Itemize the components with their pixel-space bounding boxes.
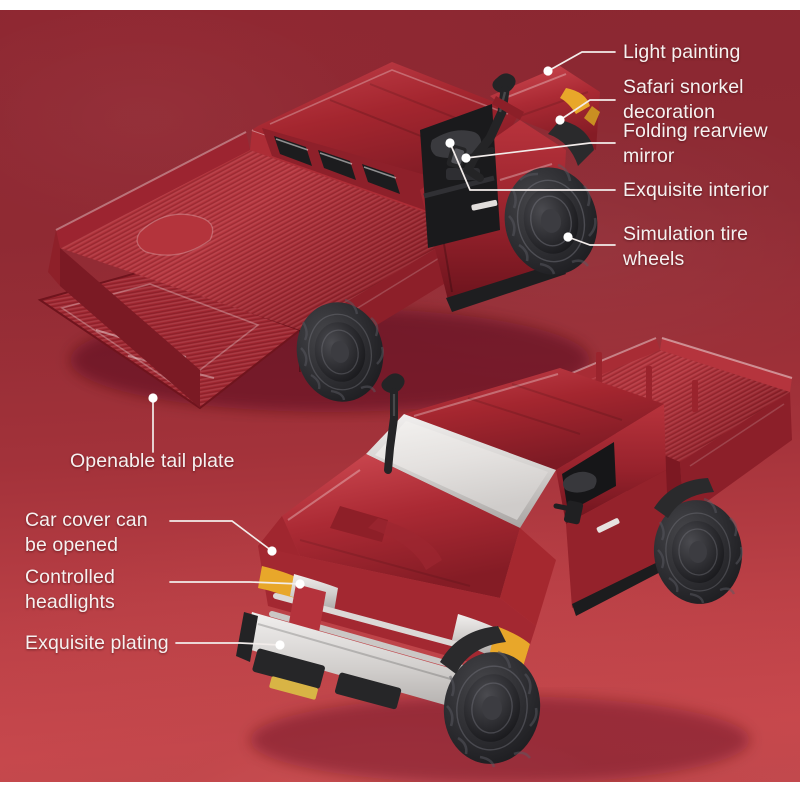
callout-simulation-tire-wheels: Simulation tire wheels (623, 223, 749, 270)
dot-folding-mirror (461, 153, 471, 163)
leader-folding-mirror (465, 142, 616, 159)
callout-controlled-headlights: Controlled headlights (25, 566, 115, 613)
callout-exquisite-plating: Exquisite plating (25, 632, 169, 654)
truck-top-view (37, 62, 600, 412)
side-mirror-bottom (553, 500, 584, 525)
callout-safari-snorkel: Safari snorkel decoration (623, 76, 744, 123)
safari-snorkel-bottom (381, 373, 405, 474)
leader-safari-snorkel (559, 99, 616, 121)
single-cab (366, 368, 672, 616)
dot-controlled-headlights (295, 579, 305, 589)
leader-light-painting (547, 51, 616, 72)
callout-openable-tail-plate: Openable tail plate (70, 450, 235, 472)
wheel-front-top (504, 163, 598, 275)
leader-controlled-headlights (169, 581, 301, 585)
callout-folding-rearview-mirror: Folding rearview mirror (623, 120, 768, 167)
cargo-bed (60, 150, 470, 330)
dot-openable-tail-plate (148, 393, 158, 403)
leader-car-cover (169, 520, 273, 552)
leader-lines (152, 51, 616, 646)
windshield (366, 414, 556, 528)
wheel-rear-top (296, 298, 385, 402)
hood-front (490, 66, 600, 166)
double-cab (252, 62, 566, 312)
leader-dots (148, 66, 573, 650)
leader-exquisite-interior (449, 142, 616, 191)
bottom-white-bleed (0, 782, 800, 800)
rear-windows (274, 136, 400, 194)
dot-light-painting (543, 66, 553, 76)
truck-bottom-view (236, 337, 793, 784)
dot-car-cover (267, 546, 277, 556)
dot-exquisite-interior (445, 138, 455, 148)
top-white-bleed (0, 0, 800, 10)
leader-simulation-tire (567, 236, 616, 246)
callout-exquisite-interior: Exquisite interior (623, 179, 769, 201)
wheel-rear-bottom (653, 497, 744, 604)
callout-car-cover-can-be-opened: Car cover can be opened (25, 509, 148, 556)
leader-exquisite-plating (175, 642, 281, 646)
callout-light-painting: Light painting (623, 41, 741, 63)
dot-exquisite-plating (275, 640, 285, 650)
chrome-grille (269, 584, 473, 673)
dot-safari-snorkel (555, 115, 565, 125)
dot-simulation-tire (563, 232, 573, 242)
wheel-front-bottom (443, 650, 541, 768)
